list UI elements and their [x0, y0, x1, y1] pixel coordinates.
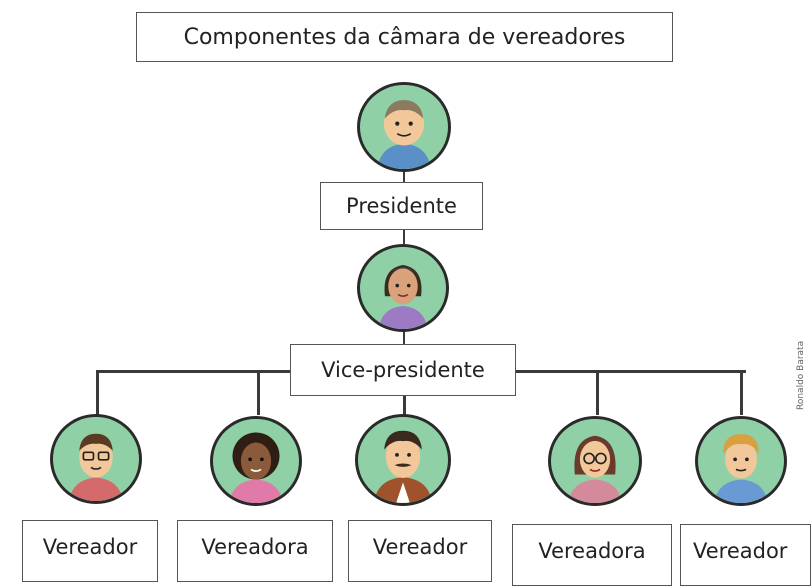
- councillor-label-1: Vereador: [22, 520, 158, 582]
- councillor-label-5: Vereador: [680, 524, 811, 586]
- president-label: Presidente: [320, 182, 483, 230]
- woman-glasses-avatar-icon: [548, 416, 642, 506]
- councillor-label-4: Vereadora: [512, 524, 672, 586]
- councillor-label-2: Vereadora: [177, 520, 333, 582]
- connector-president-to-box: [403, 170, 405, 184]
- man-president-avatar-icon: [357, 82, 451, 172]
- connector-vice-avatar-to-box: [403, 330, 405, 344]
- illustrator-credit: Ronaldo Barata: [796, 340, 806, 410]
- woman-curly-hair-avatar-icon: [210, 416, 302, 506]
- vice-president-label: Vice-presidente: [290, 344, 516, 396]
- connector-drop-5: [740, 370, 743, 415]
- diagram-title: Componentes da câmara de vereadores: [136, 12, 673, 62]
- councillor-label-3: Vereador: [348, 520, 492, 582]
- man-glasses-avatar-icon: [50, 414, 142, 504]
- man-blond-avatar-icon: [695, 416, 787, 506]
- woman-vice-president-avatar-icon: [357, 244, 449, 332]
- man-mustache-avatar-icon: [355, 414, 451, 506]
- connector-drop-2: [257, 370, 260, 415]
- connector-drop-3: [403, 396, 406, 416]
- connector-drop-1: [96, 370, 99, 415]
- connector-president-box-to-vice: [403, 230, 405, 244]
- connector-drop-4: [596, 370, 599, 415]
